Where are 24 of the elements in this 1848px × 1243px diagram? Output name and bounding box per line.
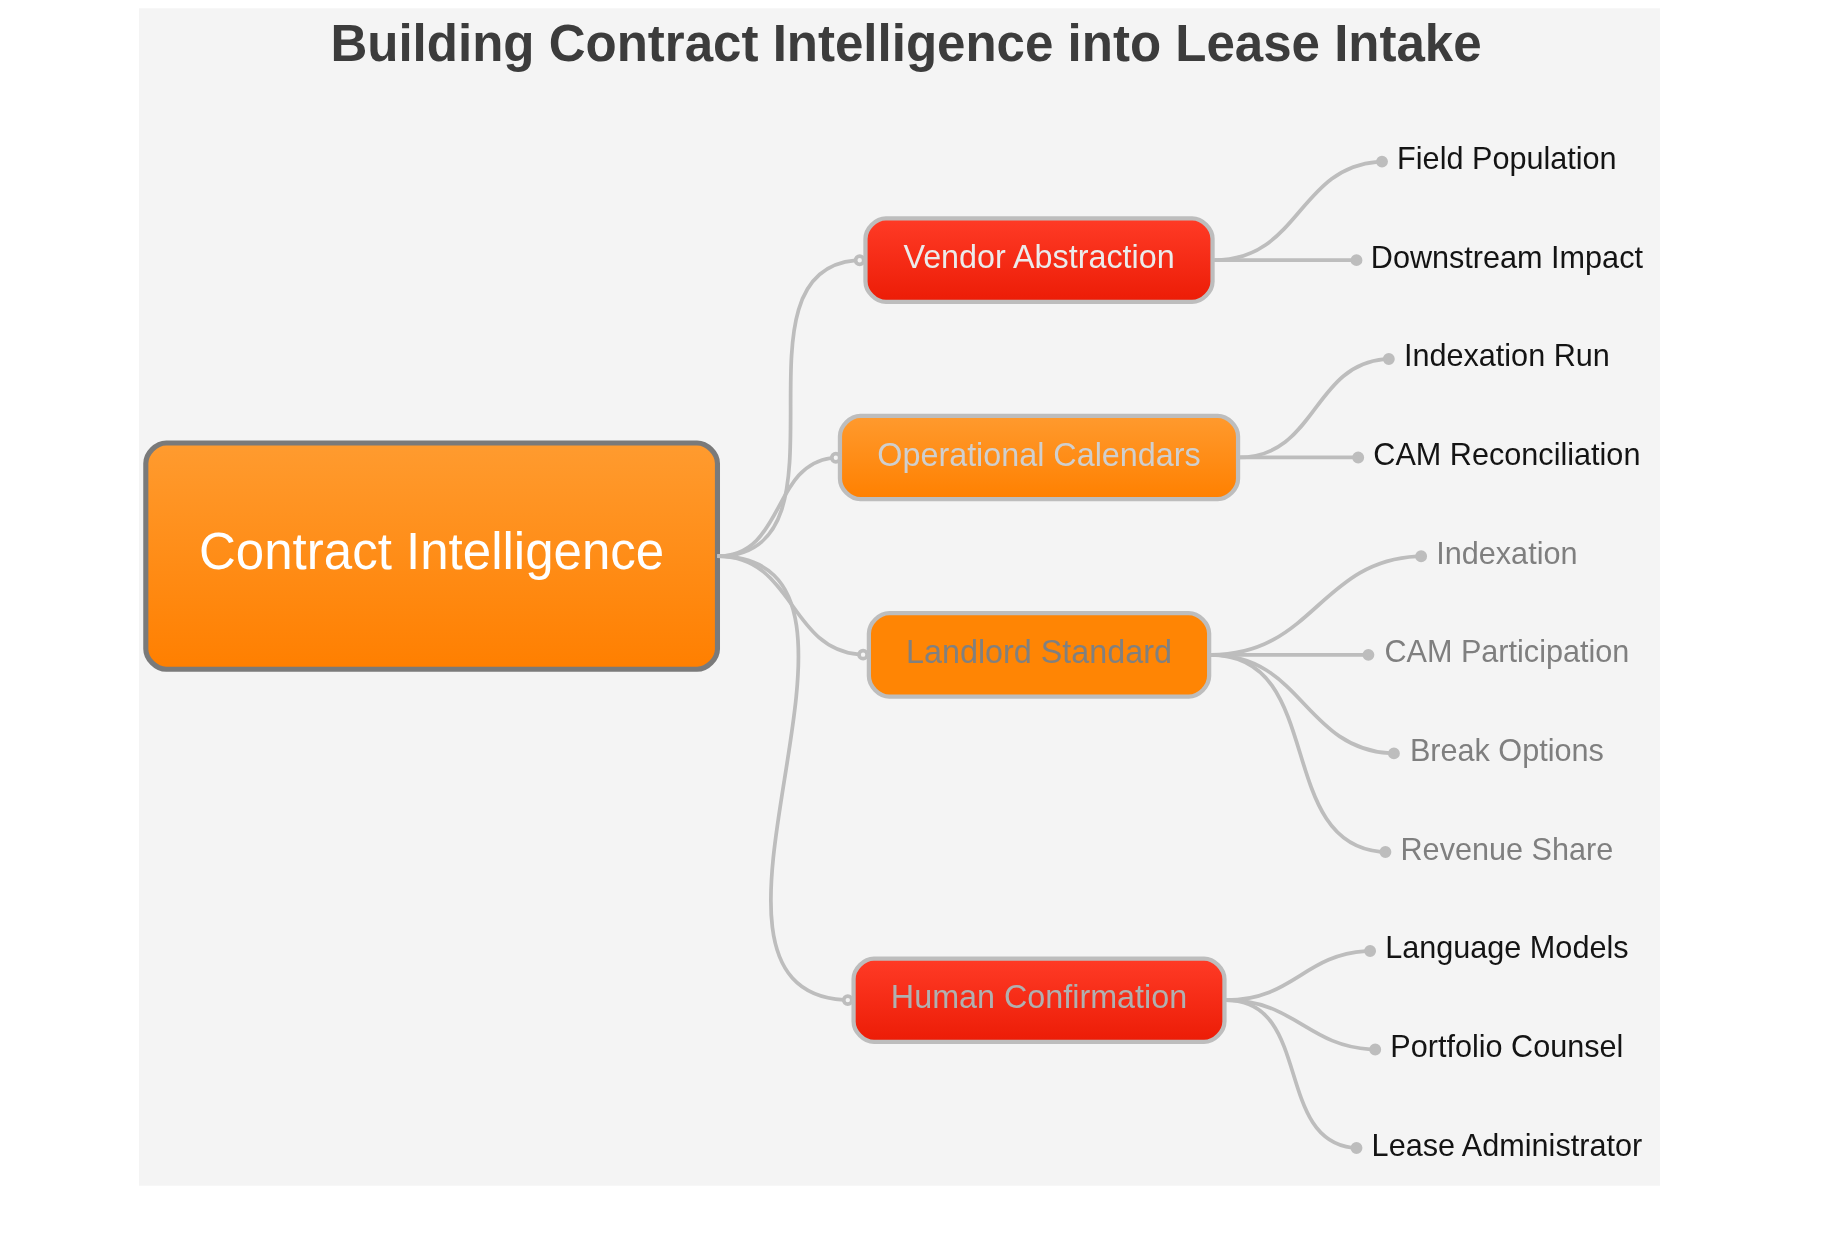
connector [1237,353,1395,460]
node-text: Indexation [1436,535,1578,570]
node-text: CAM Reconciliation [1373,436,1641,471]
node-text: Break Options [1409,733,1604,768]
node-box: Operational Calendars [837,413,1241,502]
node-box: Contract Intelligence [143,440,720,672]
connector [1214,254,1363,267]
connector [1210,653,1392,858]
node-box: Vendor Abstraction [863,216,1215,304]
node-text: Downstream Impact [1370,239,1643,274]
diagram-title: Building Contract Intelligence into Lease Intake [330,15,1482,73]
node-box: Landlord Standard [866,611,1212,699]
node-text: Revenue Share [1400,831,1614,866]
node-text: CAM Participation [1384,634,1630,669]
connector [1225,998,1363,1154]
node-text: Lease Administrator [1371,1127,1643,1162]
node-text: Language Models [1385,930,1629,965]
connector [1238,451,1365,464]
node-box: Human Confirmation [851,956,1227,1045]
connector [717,554,854,1007]
connector [1214,155,1388,262]
node-text: Portfolio Counsel [1390,1029,1624,1064]
node-text: Indexation Run [1403,338,1610,373]
node-text: Field Population [1397,140,1617,175]
